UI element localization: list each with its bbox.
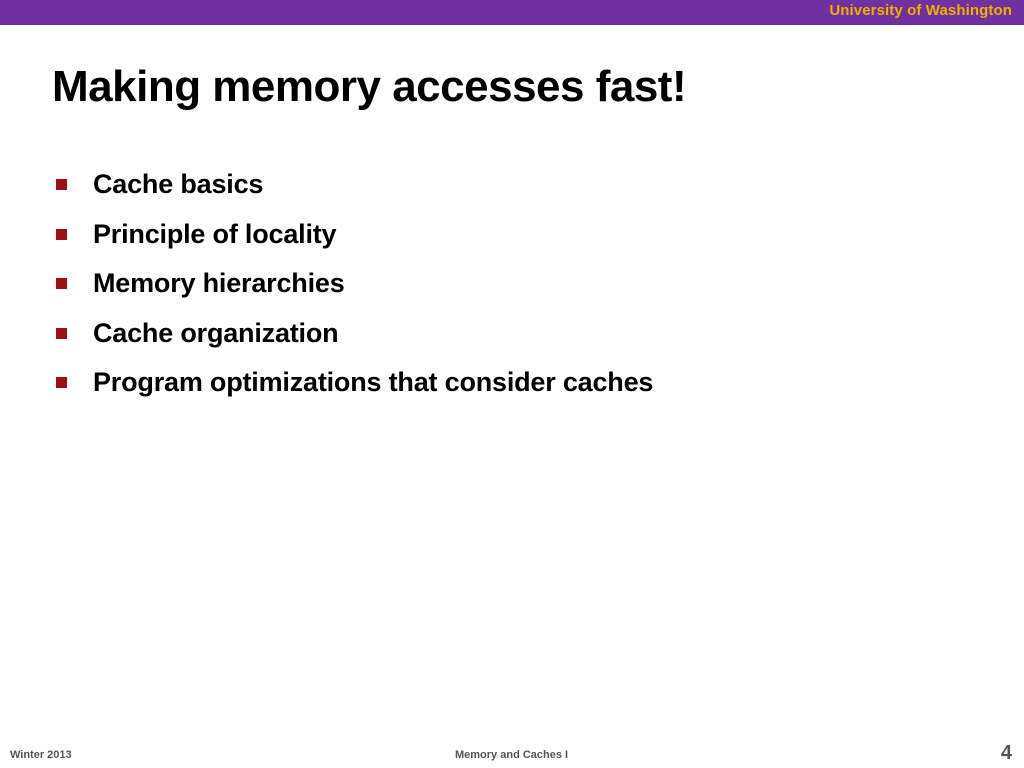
footer-lecture-title: Memory and Caches I bbox=[455, 749, 569, 761]
footer-term: Winter 2013 bbox=[10, 749, 72, 761]
slide-title: Making memory accesses fast! bbox=[52, 62, 687, 111]
bullet-list: Cache basics Principle of locality Memor… bbox=[56, 160, 653, 408]
square-bullet-icon bbox=[56, 278, 67, 290]
list-item: Principle of locality bbox=[56, 210, 653, 260]
bullet-text: Memory hierarchies bbox=[93, 268, 345, 299]
bullet-text: Principle of locality bbox=[93, 218, 337, 249]
list-item: Memory hierarchies bbox=[56, 259, 653, 309]
bullet-text: Program optimizations that consider cach… bbox=[93, 367, 654, 398]
header-bar: University of Washington bbox=[0, 0, 1024, 25]
bullet-text: Cache basics bbox=[93, 169, 264, 200]
list-item: Program optimizations that consider cach… bbox=[56, 358, 653, 408]
square-bullet-icon bbox=[56, 327, 67, 339]
slide-number: 4 bbox=[1000, 742, 1012, 764]
list-item: Cache basics bbox=[56, 160, 653, 210]
square-bullet-icon bbox=[56, 377, 67, 389]
list-item: Cache organization bbox=[56, 309, 653, 359]
institution-name: University of Washington bbox=[829, 2, 1012, 19]
square-bullet-icon bbox=[56, 179, 67, 191]
bullet-text: Cache organization bbox=[93, 317, 339, 348]
square-bullet-icon bbox=[56, 228, 67, 240]
